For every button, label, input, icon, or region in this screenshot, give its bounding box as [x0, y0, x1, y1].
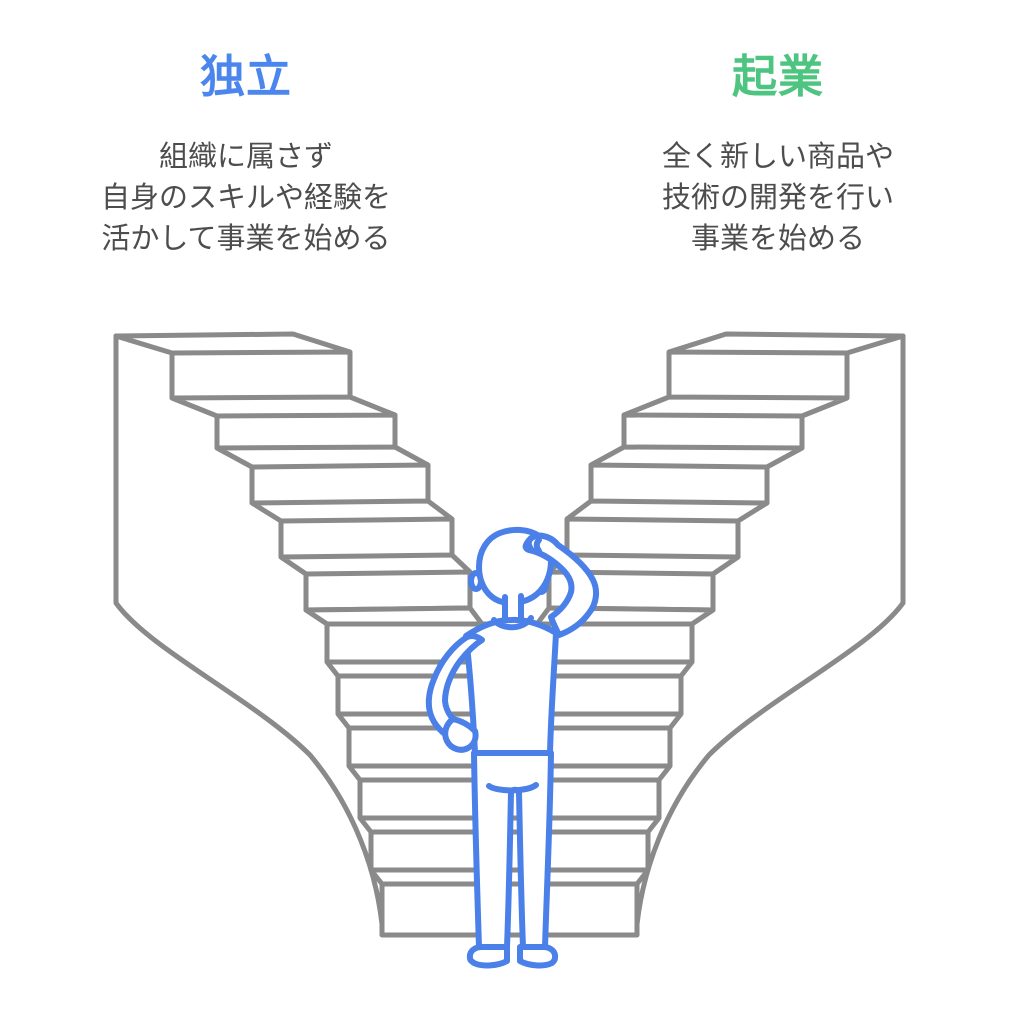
option-independence-title: 独立 [199, 50, 292, 103]
person-left-hand-on-hip [442, 716, 479, 753]
right-staircase-steps [546, 331, 906, 613]
option-entrepreneurship-line-2: 技術の開発を行い [661, 180, 894, 214]
option-entrepreneurship-line-3: 事業を始める [690, 221, 865, 255]
person-right-shoe [517, 944, 559, 969]
option-independence-line-1: 組織に属さず [158, 139, 333, 173]
option-entrepreneurship-title: 起業 [731, 50, 824, 103]
person-left-shoe [466, 944, 510, 969]
option-independence: 独立 組織に属さず 自身のスキルや経験を 活かして事業を始める [60, 50, 432, 259]
person-torso [463, 616, 559, 756]
option-independence-line-3: 活かして事業を始める [101, 221, 391, 255]
option-entrepreneurship-line-1: 全く新しい商品や [661, 139, 894, 173]
left-staircase-steps [113, 331, 473, 613]
person-waist-seam [486, 782, 539, 794]
person-right-arm-raised [522, 532, 600, 638]
option-entrepreneurship: 起業 全く新しい商品や 技術の開発を行い 事業を始める [592, 50, 964, 259]
person-scratching-fingers [525, 535, 542, 554]
option-entrepreneurship-description: 全く新しい商品や 技術の開発を行い 事業を始める [592, 136, 964, 259]
person-neck [502, 593, 524, 623]
person-collar [491, 615, 534, 631]
option-independence-description: 組織に属さず 自身のスキルや経験を 活かして事業を始める [60, 136, 432, 259]
person-figure [425, 526, 600, 969]
option-independence-line-2: 自身のスキルや経験を [100, 180, 391, 214]
